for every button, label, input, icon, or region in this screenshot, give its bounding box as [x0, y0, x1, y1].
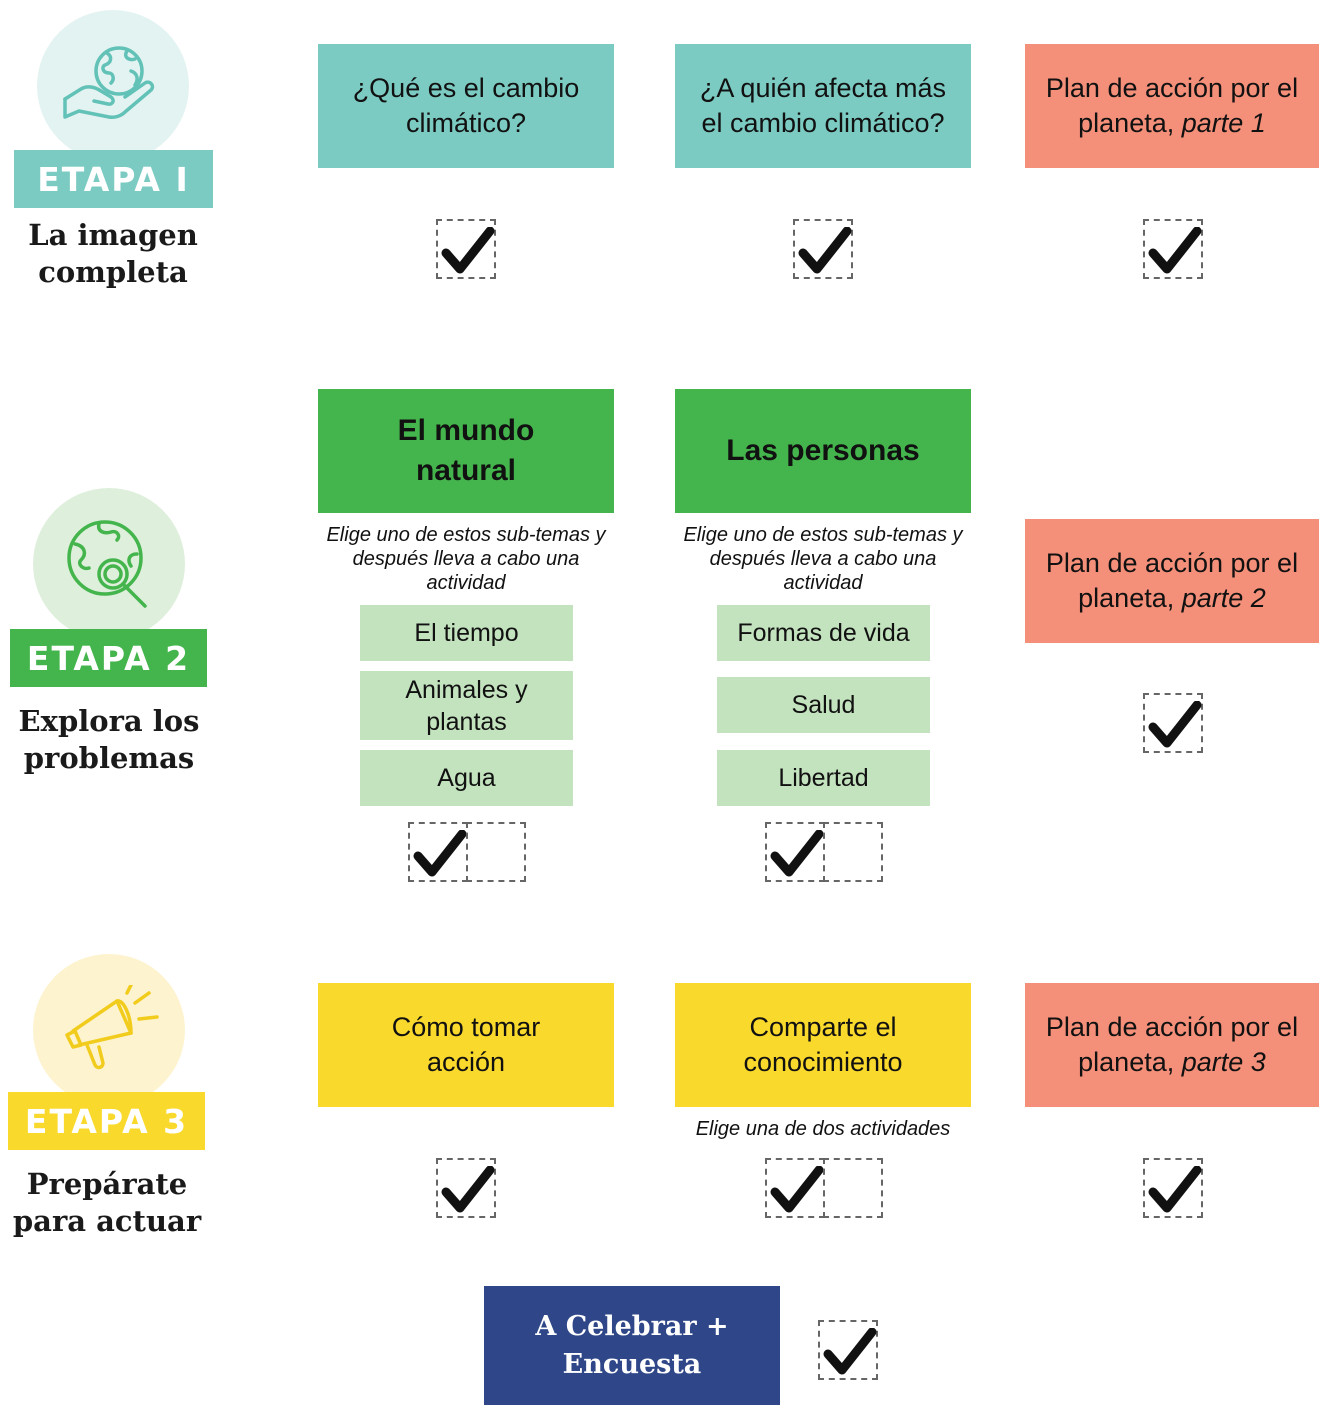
- checkbox-empty[interactable]: [823, 1158, 883, 1218]
- checkbox[interactable]: [818, 1320, 878, 1380]
- stage2-card-action-plan[interactable]: Plan de acción por el planeta, parte 2: [1025, 519, 1319, 643]
- subtopic-livelihoods[interactable]: Formas de vida: [717, 605, 930, 661]
- subtopic-water[interactable]: Agua: [360, 750, 573, 806]
- checkbox[interactable]: [408, 822, 468, 882]
- stage3-card-share-knowledge[interactable]: Comparte el conocimiento: [675, 983, 971, 1107]
- stage3-card-action-plan[interactable]: Plan de acción por el planeta, parte 3: [1025, 983, 1319, 1107]
- stage2-card-people[interactable]: Las personas: [675, 389, 971, 513]
- stage1-subtitle: La imagen completa: [28, 218, 198, 289]
- megaphone-icon: [65, 985, 159, 1070]
- checkbox[interactable]: [1143, 1158, 1203, 1218]
- checkbox[interactable]: [436, 1158, 496, 1218]
- checkmark-icon: [1148, 701, 1202, 748]
- stage3-card-take-action[interactable]: Cómo tomar acción: [318, 983, 614, 1107]
- checkmark-icon: [798, 227, 852, 274]
- stage1-card-what-is[interactable]: ¿Qué es el cambio climático?: [318, 44, 614, 168]
- checkmark-icon: [441, 1166, 495, 1213]
- subtopic-animals-plants[interactable]: Animales y plantas: [360, 671, 573, 740]
- checkbox-empty[interactable]: [823, 822, 883, 882]
- subtopic-weather[interactable]: El tiempo: [360, 605, 573, 661]
- checkmark-icon: [823, 1328, 877, 1375]
- checkbox[interactable]: [1143, 693, 1203, 753]
- stage2-instruction-col1: Elige uno de estos sub-temas y después l…: [326, 524, 606, 594]
- stage3-instruction: Elige una de dos actividades: [695, 1118, 951, 1140]
- stage1-card-action-plan[interactable]: Plan de acción por el planeta, parte 1: [1025, 44, 1319, 168]
- checkmark-icon: [1148, 227, 1202, 274]
- checkmark-icon: [413, 830, 467, 877]
- earth-in-hand-icon: [63, 46, 155, 119]
- checkmark-icon: [441, 227, 495, 274]
- checkmark-icon: [1148, 1166, 1202, 1213]
- subtopic-health[interactable]: Salud: [717, 677, 930, 733]
- checkbox-empty[interactable]: [466, 822, 526, 882]
- stage3-subtitle: Prepárate para actuar: [12, 1167, 202, 1238]
- stage2-icon-circle: [33, 488, 185, 640]
- stage2-instruction-col2: Elige uno de estos sub-temas y después l…: [683, 524, 963, 594]
- checkmark-icon: [770, 830, 824, 877]
- stage1-card-who-affected[interactable]: ¿A quién afecta más el cambio climático?: [675, 44, 971, 168]
- subtopic-freedom[interactable]: Libertad: [717, 750, 930, 806]
- checkbox[interactable]: [436, 219, 496, 279]
- checkbox[interactable]: [765, 822, 825, 882]
- stage3-icon-circle: [33, 954, 185, 1106]
- stage2-badge: ETAPA 2: [10, 629, 207, 687]
- stage2-subtitle: Explora los problemas: [18, 704, 200, 775]
- checkmark-icon: [770, 1166, 824, 1213]
- stage2-card-natural-world[interactable]: El mundo natural: [318, 389, 614, 513]
- final-card-celebrate-survey[interactable]: A Celebrar + Encuesta: [484, 1286, 780, 1405]
- stage1-icon-circle: [37, 10, 189, 162]
- checkbox[interactable]: [793, 219, 853, 279]
- stage3-badge: ETAPA 3: [8, 1092, 205, 1150]
- stage1-badge: ETAPA I: [14, 150, 213, 208]
- checkbox[interactable]: [765, 1158, 825, 1218]
- globe-magnifier-icon: [67, 520, 147, 608]
- checkbox[interactable]: [1143, 219, 1203, 279]
